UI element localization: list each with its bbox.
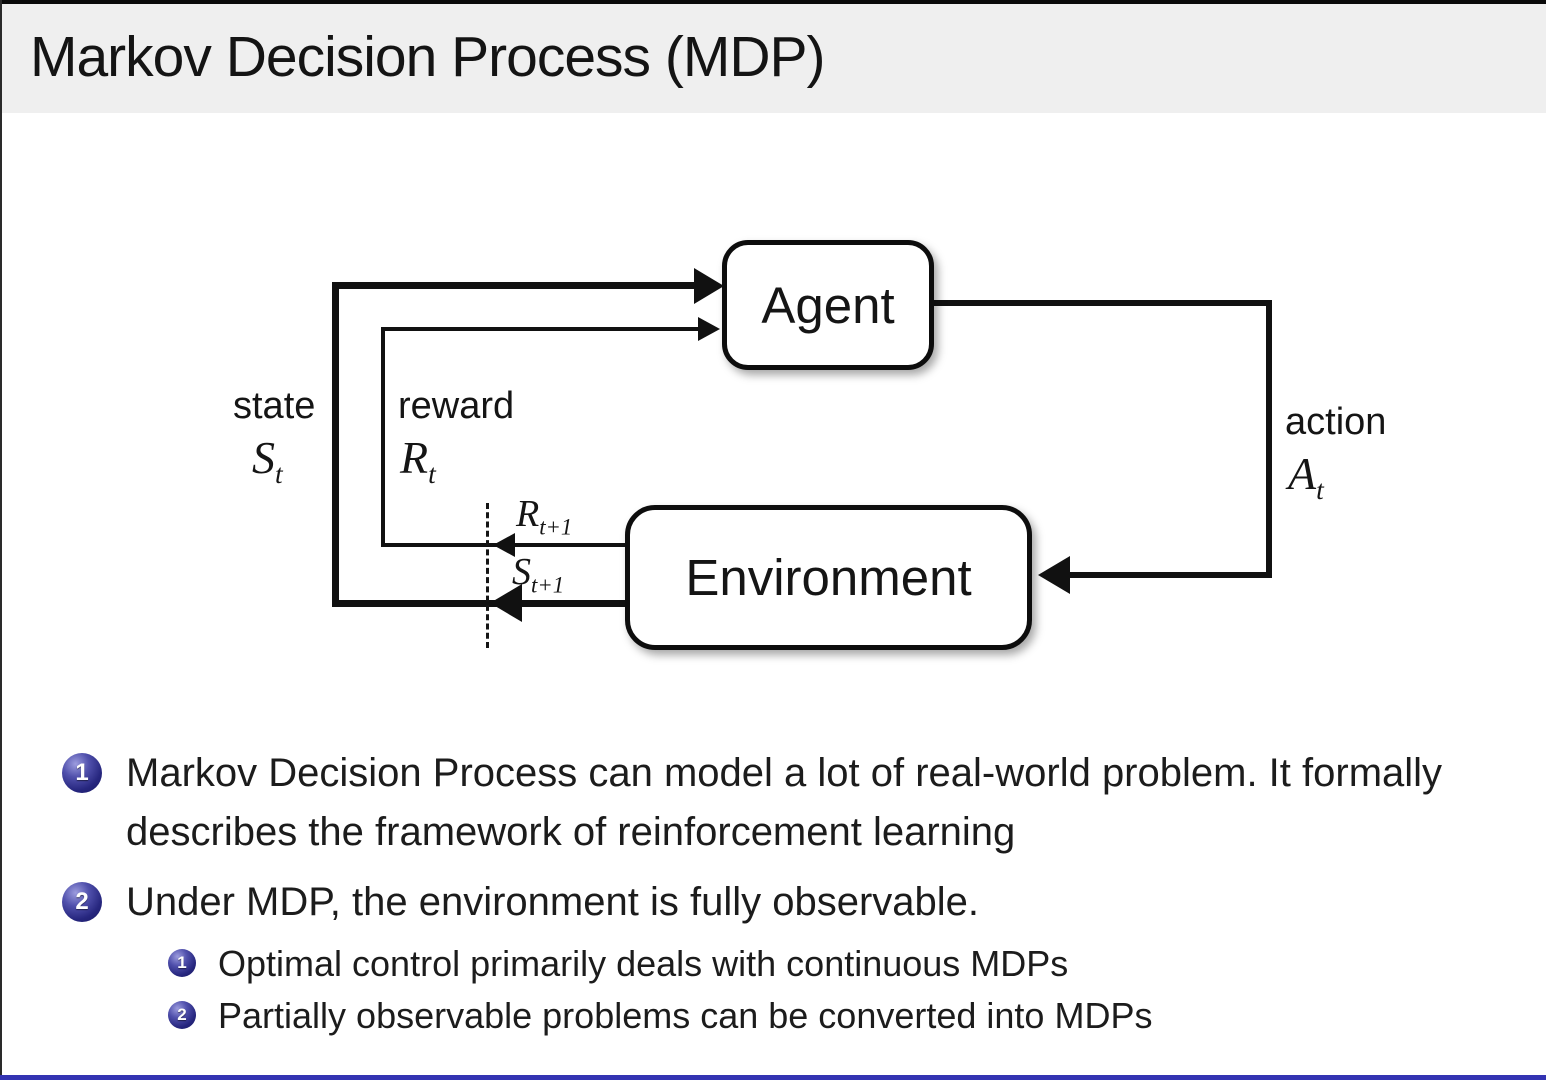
action-line-bottom (1068, 572, 1268, 578)
action-line-top (934, 300, 1272, 306)
reward-label: reward (398, 385, 515, 427)
action-symbol: At (1288, 448, 1324, 506)
agent-box: Agent (722, 240, 934, 370)
bullet-text: Under MDP, the environment is fully obse… (126, 880, 980, 924)
sub-bullet-text: Partially observable problems can be con… (218, 995, 1153, 1036)
title-bar: Markov Decision Process (MDP) (0, 0, 1546, 113)
bullet-number-badge: 1 (62, 753, 102, 793)
action-label: action (1285, 401, 1387, 443)
reward-symbol: Rt (400, 432, 436, 490)
bullet-number-badge: 2 (62, 882, 102, 922)
footer-accent-bar (0, 1075, 1546, 1080)
sub-bullet-number-badge: 2 (168, 1001, 196, 1029)
list-item: 2 Partially observable problems can be c… (168, 991, 1510, 1041)
bullet-text: Markov Decision Process can model a lot … (126, 751, 1443, 854)
state-line-vertical (332, 282, 339, 607)
next-reward-symbol: Rt+1 (516, 493, 573, 540)
reward-arrowhead-icon (698, 317, 720, 341)
state-line-top (332, 282, 698, 289)
sub-bullet-text: Optimal control primarily deals with con… (218, 943, 1069, 984)
mdp-diagram: Agent Environment state St reward Rt act… (0, 113, 1546, 713)
environment-label: Environment (685, 549, 972, 606)
bullet-list: 1 Markov Decision Process can model a lo… (62, 744, 1510, 1041)
list-item: 1 Markov Decision Process can model a lo… (62, 744, 1510, 862)
next-reward-arrowhead-icon (493, 533, 515, 557)
next-state-arrowhead-icon (490, 584, 522, 622)
next-state-symbol: St+1 (512, 551, 565, 598)
list-item: 2 Under MDP, the environment is fully ob… (62, 873, 1510, 1041)
reward-line-top (381, 327, 698, 331)
environment-box: Environment (625, 505, 1032, 650)
window-border-top (0, 0, 1546, 4)
list-item: 1 Optimal control primarily deals with c… (168, 939, 1510, 989)
next-state-line (332, 600, 625, 607)
sub-bullet-list: 1 Optimal control primarily deals with c… (168, 939, 1510, 1041)
page-title: Markov Decision Process (MDP) (30, 24, 825, 89)
state-label: state (233, 385, 316, 427)
timestep-dashed-line (486, 503, 489, 648)
window-border-left (0, 0, 2, 1080)
state-arrowhead-icon (694, 268, 724, 304)
action-arrowhead-icon (1038, 556, 1070, 594)
agent-label: Agent (761, 276, 895, 334)
action-line-vertical (1266, 300, 1272, 578)
state-symbol: St (252, 432, 283, 490)
sub-bullet-number-badge: 1 (168, 949, 196, 977)
reward-line-vertical (381, 327, 385, 547)
